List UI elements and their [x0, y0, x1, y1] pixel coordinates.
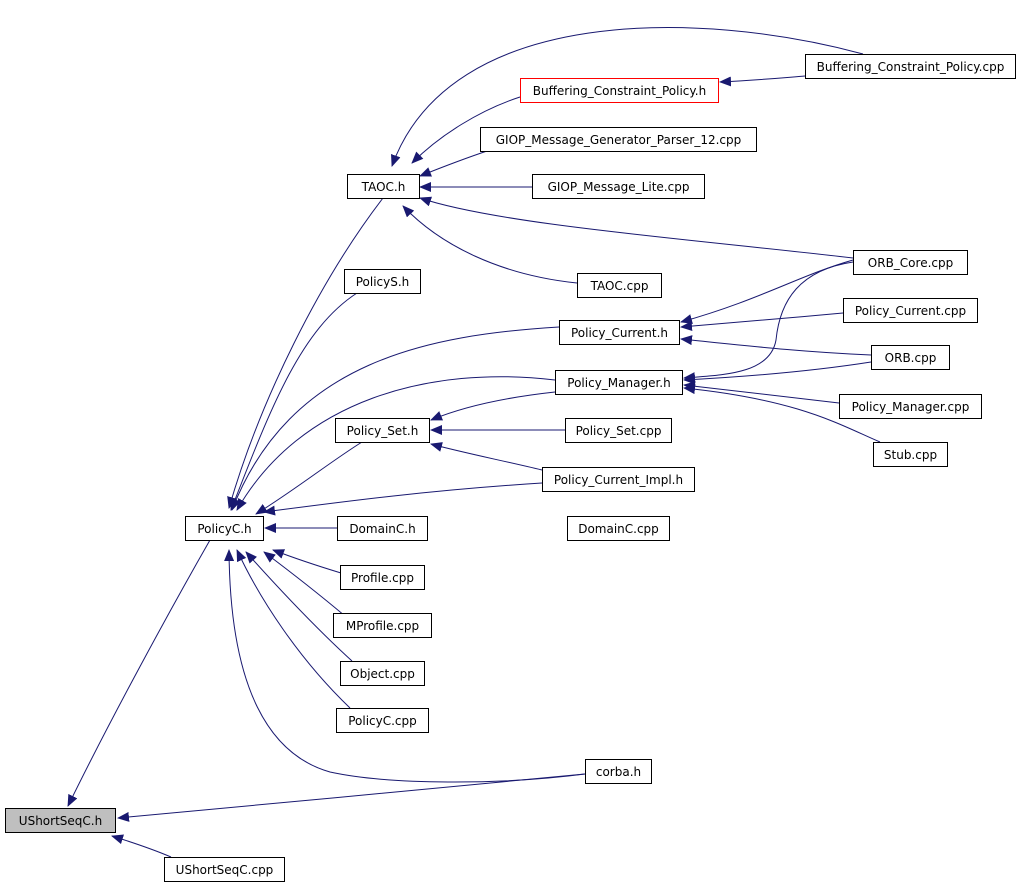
node-orb-cpp[interactable]: ORB.cpp — [871, 345, 950, 370]
edge-corba_h-to-policyc_h — [224, 549, 586, 783]
node-policy-current-impl-h[interactable]: Policy_Current_Impl.h — [542, 467, 695, 492]
edge-policyc_cpp-to-policyc_h — [236, 549, 351, 709]
edge-policy_manager_h-to-policy_set_h — [683, 384, 881, 443]
node-policy-manager-cpp[interactable]: Policy_Manager.cpp — [839, 394, 982, 419]
node-buffering-constraint-policy-h[interactable]: Buffering_Constraint_Policy.h — [520, 78, 719, 103]
node-profile-cpp[interactable]: Profile.cpp — [340, 565, 425, 590]
node-policyc-h[interactable]: PolicyC.h — [185, 516, 264, 541]
edge-policyc_h-to-ushortseqc_h — [67, 539, 211, 807]
node-ushortseqc-h[interactable]: UShortSeqC.h — [5, 808, 116, 833]
node-taoc-cpp[interactable]: TAOC.cpp — [577, 273, 662, 298]
edge-policy_current_impl_h-to-policy_set_h — [683, 381, 840, 404]
node-object-cpp[interactable]: Object.cpp — [340, 661, 425, 686]
node-stub-cpp[interactable]: Stub.cpp — [873, 442, 948, 467]
node-policy-current-h[interactable]: Policy_Current.h — [559, 320, 680, 345]
edge-policy_set_cpp-to-policy_set_h — [430, 391, 556, 421]
node-orb-core-cpp[interactable]: ORB_Core.cpp — [853, 250, 968, 275]
edge-corba_h-to-domainc_h — [430, 442, 543, 471]
edge-object_cpp-to-policyc_h — [245, 551, 353, 662]
edge-giop_message_lite_cpp-to-taoc_h — [411, 96, 521, 164]
edge-policy_current_h-to-policyc_h — [231, 326, 560, 511]
edge-ushortseqc_cpp-to-ushortseqc_h — [111, 834, 172, 858]
node-giop-message-lite-cpp[interactable]: GIOP_Message_Lite.cpp — [532, 174, 705, 199]
node-policy-set-cpp[interactable]: Policy_Set.cpp — [565, 418, 672, 443]
edge-profile_cpp-to-policyc_h — [272, 549, 342, 574]
edge-policy_current_cpp-to-policy_current_h — [402, 205, 578, 284]
node-policy-current-cpp[interactable]: Policy_Current.cpp — [843, 298, 978, 323]
edge-policys_h-to-policyc_h — [230, 292, 358, 511]
node-policy-set-h[interactable]: Policy_Set.h — [335, 418, 430, 443]
edge-buffering_constraint_policy_h-to-taoc_h — [719, 75, 806, 87]
edge-taoc_h-to-policyc_h — [227, 197, 384, 509]
edge-mprofile_cpp-to-policyc_h — [263, 551, 346, 617]
node-domainc-cpp[interactable]: DomainC.cpp — [567, 516, 670, 541]
edge-policy_current_impl_h-to-policyc_h — [263, 482, 543, 516]
edge-orb_cpp-to-policy_current_h — [680, 259, 854, 324]
edge-policy_set_h-to-policyc_h — [255, 441, 363, 515]
edge-policy_manager_cpp-to-policy_manager_h — [683, 361, 872, 385]
node-domainc-h[interactable]: DomainC.h — [337, 516, 428, 541]
node-corba-h[interactable]: corba.h — [585, 759, 652, 784]
edge-orb_core_cpp-to-taoc_h — [419, 149, 491, 177]
node-policy-manager-h[interactable]: Policy_Manager.h — [555, 370, 683, 395]
node-taoc-h[interactable]: TAOC.h — [347, 174, 420, 199]
node-policys-h[interactable]: PolicyS.h — [344, 269, 421, 294]
edge-stub_cpp-to-policy_manager_h — [683, 261, 854, 383]
edge-orb_core_cpp-to-policy_manager_h — [680, 312, 844, 332]
edge-orb_core_cpp-to-policy_current_h — [419, 196, 854, 259]
node-mprofile-cpp[interactable]: MProfile.cpp — [333, 613, 432, 638]
node-giop-message-generator-parser-12-cpp[interactable]: GIOP_Message_Generator_Parser_12.cpp — [480, 127, 757, 152]
node-policyc-cpp[interactable]: PolicyC.cpp — [336, 708, 429, 733]
node-buffering-constraint-policy-cpp[interactable]: Buffering_Constraint_Policy.cpp — [805, 54, 1016, 79]
edge-policy_manager_h-to-policyc_h — [236, 376, 556, 511]
edge-orb_cpp-to-policy_manager_h — [680, 335, 872, 356]
node-ushortseqc-cpp[interactable]: UShortSeqC.cpp — [164, 857, 285, 882]
edge-giop_message_generator_parser_12_cpp-to-taoc_h — [391, 27, 864, 167]
